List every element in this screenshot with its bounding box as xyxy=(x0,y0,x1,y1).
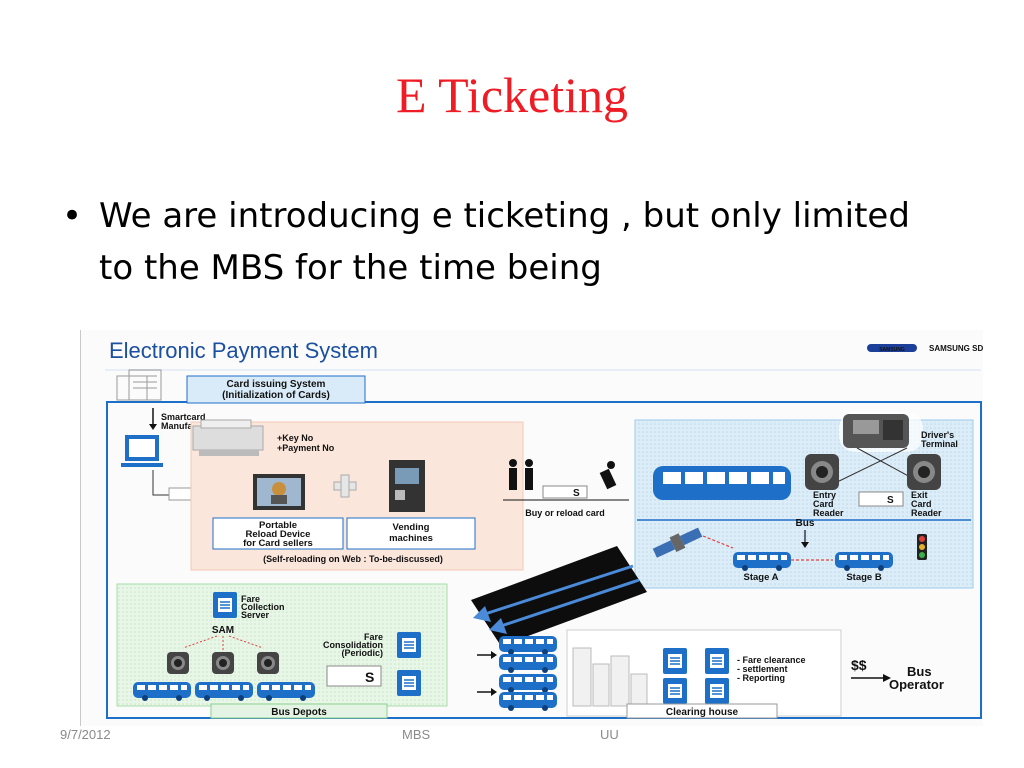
fare-consolidation-line2: Consolidation xyxy=(323,640,383,650)
vending-line1: Vending xyxy=(393,522,430,533)
clearing-buildings-icon xyxy=(572,647,648,707)
computer-icon xyxy=(121,435,163,467)
depot-reader-3 xyxy=(257,652,279,674)
clearing-server-1 xyxy=(662,647,688,675)
exit-reader-line2: Card xyxy=(911,499,932,509)
card-system-frame xyxy=(106,401,982,719)
depot-reader-1 xyxy=(167,652,189,674)
fare-server-line3: Server xyxy=(241,610,270,620)
exit-reader-line1: Exit xyxy=(911,490,928,500)
plus-icon xyxy=(333,474,357,498)
clearing-item-3: - Reporting xyxy=(737,673,785,683)
clearing-item-2: - settlement xyxy=(737,664,788,674)
vending-line2: machines xyxy=(389,533,433,544)
slide-title: E Ticketing xyxy=(396,67,628,123)
fare-consolidation-line1: Fare xyxy=(364,632,383,642)
vending-box xyxy=(346,517,476,550)
people-icon xyxy=(509,459,617,490)
clearing-server-3 xyxy=(662,677,688,705)
bus-operator-line2: Operator xyxy=(889,677,944,692)
key-info-line2: +Payment No xyxy=(277,443,335,453)
fare-server-line1: Fare xyxy=(241,594,260,604)
card-s-depot: S xyxy=(365,669,374,685)
transfer-bus-1 xyxy=(499,636,557,655)
transfer-bus-3 xyxy=(499,674,557,693)
portable-reload-line2: Reload Device xyxy=(246,529,311,540)
manufacturer-line1: Smartcard xyxy=(161,412,206,422)
payment-system-figure: Electronic Payment System SAMSUNG SAMSUN… xyxy=(80,330,983,726)
clearing-house-label: Clearing house xyxy=(666,707,739,718)
footer-center: MBS xyxy=(402,727,431,742)
drivers-terminal-line2: Terminal xyxy=(921,439,958,449)
key-info-line1: +Key No xyxy=(277,433,314,443)
manufacturer-line2: Manufacturer xyxy=(161,421,219,431)
portable-reload-line1: Portable xyxy=(259,520,297,531)
drivers-terminal-icon xyxy=(843,414,909,448)
stage-a-label: Stage A xyxy=(743,572,778,583)
exit-reader-icon xyxy=(907,454,941,490)
money-label: $$ xyxy=(851,657,867,673)
card-system-tab-line2: (Initialization of Cards) xyxy=(222,390,330,401)
transfer-bus-2 xyxy=(499,654,557,673)
exit-reader-line3: Reader xyxy=(911,508,942,518)
buy-reload-label: Buy or reload card xyxy=(525,508,605,518)
footer-right: UU xyxy=(600,727,619,742)
data-flow-arrow xyxy=(471,546,647,646)
self-reloading-note: (Self-reloading on Web : To-be-discussed… xyxy=(263,554,443,564)
bus-depots-tab xyxy=(210,703,388,719)
fare-server-icon xyxy=(212,591,238,619)
consolidation-server-1 xyxy=(396,631,422,659)
figure-heading: Electronic Payment System xyxy=(109,338,378,363)
bus-large-icon xyxy=(653,466,791,500)
vending-machine-icon xyxy=(389,460,425,512)
clearing-item-1: - Fare clearance xyxy=(737,655,806,665)
consolidation-server-2 xyxy=(396,669,422,697)
stage-b-label: Stage B xyxy=(846,572,882,583)
reload-device-icon xyxy=(253,474,305,510)
bullet-dot: • xyxy=(62,196,83,236)
terminal-link-right xyxy=(832,447,908,485)
signal-line xyxy=(702,535,734,549)
card-icon-bus xyxy=(858,491,904,507)
portable-reload-line3: for Card sellers xyxy=(243,538,313,549)
drivers-terminal-line1: Driver's xyxy=(921,430,954,440)
printer-icon xyxy=(192,419,264,456)
depot-reader-2 xyxy=(212,652,234,674)
portable-reload-box xyxy=(212,517,344,550)
clearing-server-2 xyxy=(704,647,730,675)
building-icon xyxy=(116,369,162,401)
bus-label: Bus xyxy=(796,518,815,529)
card-system-tab xyxy=(186,375,366,404)
sam-label: SAM xyxy=(212,625,234,636)
card-s-buy: S xyxy=(573,488,580,499)
fare-consolidation-line3: (Periodic) xyxy=(341,648,383,658)
card-icon-depot xyxy=(326,665,382,687)
bullet-text: We are introducing e ticketing , but onl… xyxy=(99,196,910,288)
clearing-house-tab xyxy=(626,703,778,719)
transfer-bus-4 xyxy=(499,692,557,711)
card-s-bus: S xyxy=(887,495,894,506)
satellite-icon xyxy=(652,527,703,558)
clearing-server-4 xyxy=(704,677,730,705)
card-icon-buy xyxy=(542,485,588,499)
logo-badge-text: SAMSUNG xyxy=(879,347,905,353)
card-system-tab-line1: Card issuing System xyxy=(227,379,326,390)
logo-text: SAMSUNG SD xyxy=(929,344,983,353)
entry-reader-line2: Card xyxy=(813,499,834,509)
fare-server-line2: Collection xyxy=(241,602,285,612)
entry-reader-line3: Reader xyxy=(813,508,844,518)
bus-operator-line1: Bus xyxy=(907,664,932,679)
logo-badge xyxy=(867,344,917,352)
traffic-light-icon xyxy=(917,534,927,560)
entry-reader-line1: Entry xyxy=(813,490,836,500)
footer-date: 9/7/2012 xyxy=(60,727,111,742)
bus-depots-label: Bus Depots xyxy=(271,707,327,718)
entry-reader-icon xyxy=(805,454,839,490)
